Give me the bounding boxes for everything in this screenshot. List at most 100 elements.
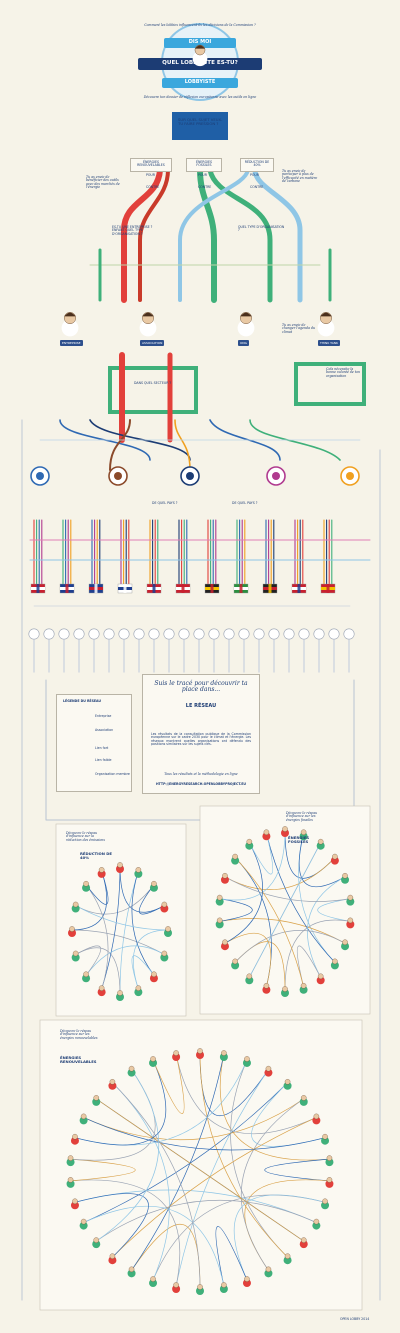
net3-node-face [67, 1177, 74, 1183]
sector-icon-core [186, 472, 194, 480]
network-title-1: RÉDUCTION DE 40% [80, 851, 113, 860]
person-association-body [139, 319, 157, 337]
net2-node-face [342, 939, 348, 945]
question-org-type-a: ES-TU UNE ENTREPRISE ? ENFANT QUEL TYPE … [112, 225, 153, 236]
net3-node-body [92, 1240, 101, 1249]
company-logo [178, 628, 190, 640]
note-3: Tu as envie de changer l'agenda du clima… [282, 323, 316, 334]
net3-node-face [265, 1266, 272, 1273]
company-logo [238, 628, 250, 640]
net3-node-face [150, 1276, 156, 1282]
sector-icon-core [114, 472, 122, 480]
net2-link [266, 832, 336, 963]
net3-link [95, 1199, 317, 1242]
net1-node-body [164, 929, 172, 937]
person-label-thinktank[interactable]: THINK TANK [318, 340, 341, 346]
net2-node-body [215, 920, 224, 929]
contre-label: CONTRE [146, 185, 160, 189]
net2-node-face [347, 917, 354, 924]
net3-node-face [72, 1198, 78, 1205]
company-logo [73, 628, 85, 640]
net3-node-body [264, 1068, 273, 1077]
net3-link [175, 1069, 269, 1287]
pour-label: POUR [198, 173, 207, 177]
net3-node-body [66, 1158, 75, 1167]
net2-node-face [300, 983, 307, 989]
net2-node-body [262, 832, 271, 841]
banner-top-ribbon [164, 38, 236, 48]
flow-lightblue-2 [178, 168, 250, 302]
net3-link [175, 1053, 317, 1135]
net3-node-body [196, 1287, 204, 1295]
network-intro-url[interactable]: HTTP://ENERGYRESEARCH.OPENLOBBYPROJECT.E… [156, 782, 246, 786]
net3-node-body [127, 1269, 136, 1278]
network-panel-3 [39, 1019, 363, 1311]
network-panel-1 [55, 823, 187, 1017]
question-sector: DANS QUEL SECTEUR ? [134, 381, 172, 385]
network-title-2: ÉNERGIES FOSSILES [288, 835, 310, 844]
net1-link [85, 945, 165, 976]
net1-node-body [116, 993, 124, 1001]
person-ong-hair [240, 312, 252, 317]
net3-node-body [283, 1081, 292, 1090]
net1-node-body [71, 953, 80, 962]
person-label-entreprise[interactable]: ENTREPRISE [60, 340, 83, 346]
sector-icon-core [272, 472, 280, 480]
net3-node-face [284, 1253, 291, 1259]
company-logo [343, 628, 355, 640]
note-2: Tu as envie de participer à plus de l'ef… [282, 169, 318, 184]
flag-cross-4 [152, 584, 156, 593]
net3-node-body [325, 1158, 334, 1167]
net3-node-body [321, 1136, 330, 1145]
net2-link [219, 829, 286, 901]
net2-node-body [299, 985, 308, 994]
topic-fossils[interactable]: ÉNERGIES FOSSILES [186, 158, 222, 172]
net3-node-face [80, 1113, 87, 1120]
company-logo [118, 628, 130, 640]
net1-node-face [83, 880, 89, 887]
company-logo [313, 628, 325, 640]
net2-link [296, 945, 322, 988]
net3-node-face [128, 1065, 135, 1072]
net3-link [152, 1053, 185, 1114]
net1-link [75, 905, 169, 931]
net1-node-face [165, 926, 171, 932]
net3-node-face [265, 1065, 272, 1072]
net2-link [284, 919, 351, 991]
header-top-arc: Comment les lobbies influencent-ils les … [144, 23, 256, 27]
question-partner: DE QUEL PAYS ? [232, 501, 258, 505]
network-intro-title: Suis le tracé pour découvrir ta place da… [154, 680, 248, 694]
sector-icon-core [36, 472, 44, 480]
net2-node-body [262, 985, 271, 994]
net2-node-face [216, 894, 223, 901]
person-entreprise-hair [64, 312, 76, 317]
net3-node-body [196, 1051, 204, 1059]
net2-node-face [342, 873, 348, 879]
network-note-3: Découvre le réseau d'influence sur les é… [60, 1029, 98, 1040]
net3-node-face [72, 1133, 78, 1140]
net1-link [131, 955, 155, 990]
legend-item: Association [95, 728, 114, 732]
company-logo [283, 628, 295, 640]
net3-link [233, 1194, 326, 1281]
flow-red [121, 167, 163, 303]
person-label-association[interactable]: ASSOCIATION [140, 340, 165, 346]
person-thinktank-hair [320, 312, 332, 317]
net2-link [224, 842, 263, 944]
person-thinktank-body [317, 319, 335, 337]
topic-reduction[interactable]: RÉDUCTION DE 40% [240, 158, 274, 172]
net3-node-body [70, 1201, 79, 1210]
banner-top: DIS MOI [188, 39, 212, 45]
person-label-ong[interactable]: ONG [238, 340, 249, 346]
net3-node-body [92, 1097, 101, 1106]
net2-node-face [263, 983, 270, 989]
topic-label: ÉNERGIES RENOUVELABLES [137, 160, 165, 168]
flag-cross-9 [297, 584, 301, 593]
question-org-type-b: QUEL TYPE D'ORGANISATION ? [238, 225, 285, 233]
net3-node-body [312, 1221, 321, 1230]
flow-orange [174, 419, 191, 471]
net3-link [230, 1059, 288, 1258]
net3-node-face [173, 1282, 179, 1288]
network-note-1: Découvre le réseau d'influence sur la ré… [66, 831, 105, 842]
topic-renewables[interactable]: ÉNERGIES RENOUVELABLES [130, 158, 172, 172]
